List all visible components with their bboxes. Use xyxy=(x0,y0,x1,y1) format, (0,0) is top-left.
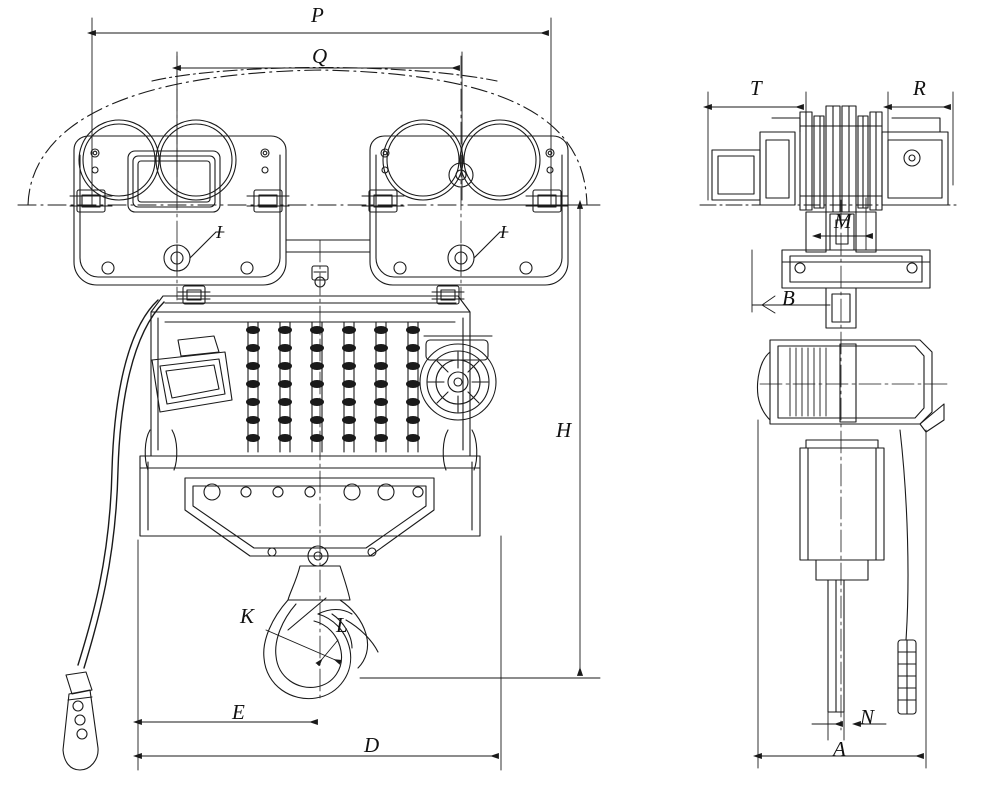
dimension-label-I-left: I xyxy=(216,222,222,242)
dimension-label-N: N xyxy=(860,705,875,729)
dimension-label-I-right: I xyxy=(500,222,506,242)
rail-clamp-right2 xyxy=(525,189,569,213)
dimension-label-D: D xyxy=(364,733,380,757)
dimension-label-E: E xyxy=(232,700,245,724)
leader-L xyxy=(315,639,339,667)
dimension-label-Q: Q xyxy=(312,44,328,68)
motor-gear xyxy=(419,335,497,421)
dimension-N xyxy=(811,711,887,741)
dimension-T xyxy=(702,91,807,201)
front-view-group xyxy=(17,17,601,771)
dimension-label-B: B xyxy=(782,286,795,310)
dimension-label-P: P xyxy=(311,3,324,27)
rail-clamp-left2 xyxy=(246,189,290,213)
dimension-label-R: R xyxy=(913,76,926,100)
dimension-label-H: H xyxy=(556,418,572,442)
leader-K xyxy=(265,629,342,665)
dimension-label-T: T xyxy=(750,76,762,100)
dimension-label-L: L xyxy=(336,613,348,637)
rail-clamp-right xyxy=(361,189,405,213)
dimension-D xyxy=(132,535,502,771)
dimension-E xyxy=(132,539,318,771)
dimension-R xyxy=(882,91,954,186)
dimension-label-A: A xyxy=(833,737,846,761)
chain-strands xyxy=(246,321,420,453)
dimension-B xyxy=(751,249,831,314)
dimension-H xyxy=(359,199,601,679)
dimension-label-M: M xyxy=(834,209,852,233)
dimension-A xyxy=(752,419,927,769)
dimension-P xyxy=(86,17,552,206)
control-box xyxy=(151,335,233,413)
side-view-group xyxy=(699,91,961,769)
rail-clamp-left xyxy=(69,189,113,213)
hook xyxy=(263,565,379,700)
dimension-label-K: K xyxy=(240,604,255,628)
pendant-control xyxy=(62,671,99,771)
